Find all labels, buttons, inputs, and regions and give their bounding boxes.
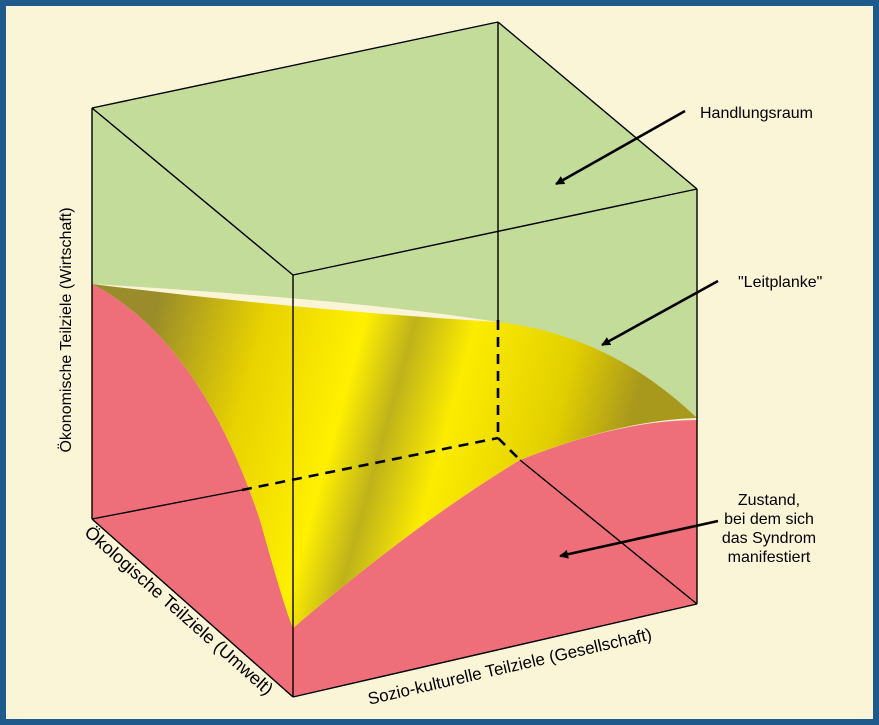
syndrom-region xyxy=(92,284,697,697)
handlungsraum-arrow xyxy=(555,109,686,186)
svg-text:bei dem sich: bei dem sich xyxy=(724,511,814,528)
hidden-edges xyxy=(241,320,521,492)
zustand-arrow xyxy=(559,519,719,559)
leitplanke-label: "Leitplanke" xyxy=(738,274,822,291)
handlungsraum-label: Handlungsraum xyxy=(700,105,813,122)
surface-edges xyxy=(91,459,698,605)
leitplanke-arrow xyxy=(601,279,719,347)
svg-text:manifestiert: manifestiert xyxy=(728,549,811,566)
zustand-label: Zustand, bei dem sich das Syndrom manife… xyxy=(722,492,816,566)
handlungsraum-region xyxy=(92,22,697,418)
svg-text:Zustand,: Zustand, xyxy=(738,492,800,509)
axis-label-wirtschaft: Ökonomische Teilziele (Wirtschaft) xyxy=(57,207,75,452)
cube-edges xyxy=(91,21,698,698)
svg-text:das Syndrom: das Syndrom xyxy=(722,530,816,547)
leitplanke-surface xyxy=(92,284,697,628)
